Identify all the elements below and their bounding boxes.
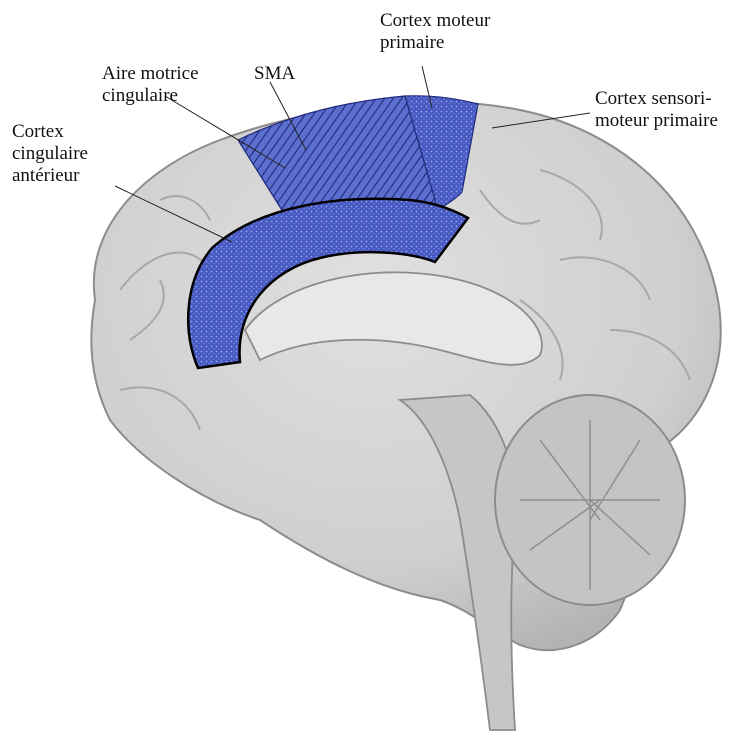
label-cortex-sensori-moteur: Cortex sensori- moteur primaire <box>595 88 718 132</box>
label-sma: SMA <box>254 63 295 85</box>
label-cortex-moteur-primaire: Cortex moteur primaire <box>380 10 490 54</box>
label-aire-motrice-cingulaire: Aire motrice cingulaire <box>102 63 199 107</box>
label-cortex-cingulaire-anterieur: Cortex cingulaire antérieur <box>12 121 88 187</box>
